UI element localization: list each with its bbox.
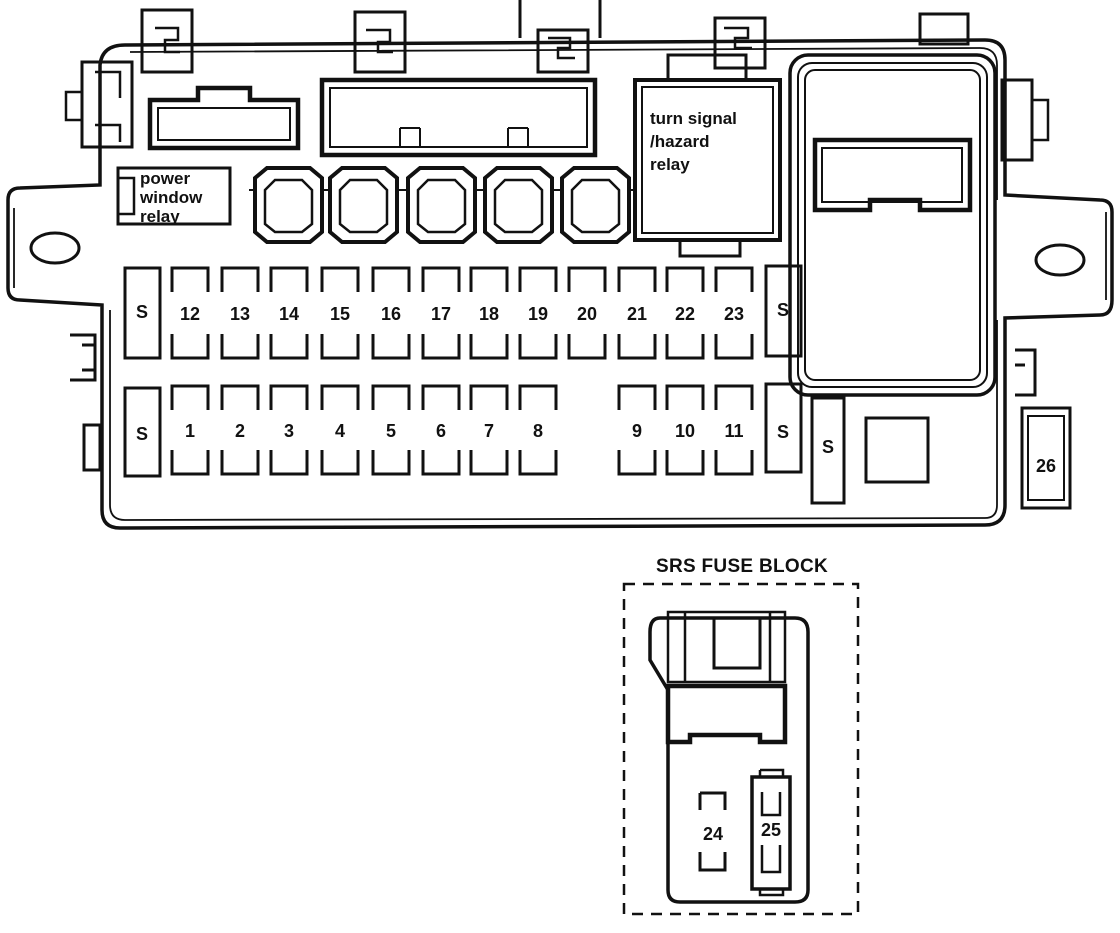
fuse-slot: 21 (617, 266, 657, 360)
turn-signal-hazard-relay: turn signal /hazard relay (633, 53, 782, 258)
fuse-slot: 16 (371, 266, 411, 360)
connector-left (147, 85, 301, 151)
fuse-25-label: 25 (761, 820, 781, 840)
spare-fuse-top-right: S (764, 264, 803, 358)
fuse-box-outline (6, 38, 1114, 530)
fuse-number: 19 (528, 304, 548, 324)
fuse-number: 8 (533, 421, 543, 441)
fuse-number: 22 (675, 304, 695, 324)
fuse-number: 18 (479, 304, 499, 324)
fuse-number: 6 (436, 421, 446, 441)
fuse-number: 11 (724, 421, 743, 441)
fuse-number: 15 (330, 304, 350, 324)
connector-center (319, 77, 598, 158)
mounting-hole-left (29, 231, 81, 265)
spare-label: S (136, 424, 148, 444)
relay-socket (556, 166, 635, 244)
spare-label: S (777, 300, 789, 320)
fuse-slot: 17 (421, 266, 461, 360)
fuse-number: 21 (627, 304, 647, 324)
relay-socket (479, 166, 558, 244)
fuse-slot: 6 (421, 384, 461, 476)
mounting-clips (64, 0, 1050, 472)
fuse-slot: 5 (371, 384, 411, 476)
spare-fuse-top-left: S (123, 266, 162, 360)
fuse-number: 5 (386, 421, 396, 441)
fuse-number: 16 (381, 304, 401, 324)
empty-square-socket (864, 416, 930, 484)
fuse-slot: 19 (518, 266, 558, 360)
fuse-slot: 1 (170, 384, 210, 476)
fuse-number: 1 (185, 421, 195, 441)
srs-fuse-24: 24 (698, 791, 727, 872)
turn-signal-relay-line-2: /hazard (650, 132, 710, 151)
power-window-relay: power window relay (116, 166, 232, 226)
fuse-slot: 18 (469, 266, 509, 360)
fuse-slot: 11 (714, 384, 754, 476)
fuse-number: 14 (279, 304, 299, 324)
fuse-26-label: 26 (1036, 456, 1056, 476)
relay-socket (324, 166, 403, 244)
srs-dashed-outline (622, 582, 860, 916)
fuse-slot: 3 (269, 384, 309, 476)
fuse-slot: 8 (518, 384, 558, 476)
fuse-number: 7 (484, 421, 494, 441)
fuse-slot: 4 (320, 384, 360, 476)
fuse-number: 12 (180, 304, 200, 324)
relay-socket (402, 166, 481, 244)
srs-fuse-block-title: SRS FUSE BLOCK (656, 556, 828, 577)
relay-socket (249, 166, 328, 244)
spare-label: S (777, 422, 789, 442)
fuse-slot: 7 (469, 384, 509, 476)
srs-fuse-block: SRS FUSE BLOCK (622, 556, 860, 916)
top-fuse-row: 12 13 14 15 16 17 18 19 20 21 22 23 (170, 266, 754, 360)
fuse-number: 2 (235, 421, 245, 441)
fuse-slot: 23 (714, 266, 754, 360)
spare-label: S (822, 437, 834, 457)
fuse-number: 9 (632, 421, 642, 441)
fuse-slot: 15 (320, 266, 360, 360)
spare-fuse-tall: S (810, 396, 846, 505)
turn-signal-relay-line-1: turn signal (650, 109, 737, 128)
fuse-slot: 12 (170, 266, 210, 360)
fuse-slot: 22 (665, 266, 705, 360)
fuse-slot: 9 (617, 384, 657, 476)
fuse-number: 13 (230, 304, 250, 324)
fuse-number: 20 (577, 304, 597, 324)
bottom-fuse-row: 1 2 3 4 5 6 7 8 9 10 11 (170, 384, 754, 476)
fuse-number: 17 (431, 304, 451, 324)
fuse-number: 10 (675, 421, 695, 441)
fuse-slot: 2 (220, 384, 260, 476)
relay-sockets (249, 166, 635, 244)
side-fuse-26: 26 (1020, 406, 1072, 510)
spare-label: S (136, 302, 148, 322)
power-window-relay-line-3: relay (140, 207, 180, 226)
turn-signal-relay-line-3: relay (650, 155, 690, 174)
fuse-number: 3 (284, 421, 294, 441)
srs-fuse-25: 25 (750, 768, 792, 897)
fuse-24-label: 24 (703, 824, 723, 844)
fuse-slot: 20 (567, 266, 607, 360)
fuse-number: 4 (335, 421, 345, 441)
mounting-hole-right (1034, 243, 1086, 277)
spare-fuse-bottom-left: S (123, 386, 162, 478)
fuse-slot: 10 (665, 384, 705, 476)
large-relay-cavity (788, 53, 997, 397)
spare-fuse-bottom-right: S (764, 382, 803, 474)
fuse-number: 23 (724, 304, 744, 324)
power-window-relay-line-1: power (140, 169, 190, 188)
fuse-slot: 14 (269, 266, 309, 360)
fuse-slot: 13 (220, 266, 260, 360)
power-window-relay-line-2: window (139, 188, 203, 207)
